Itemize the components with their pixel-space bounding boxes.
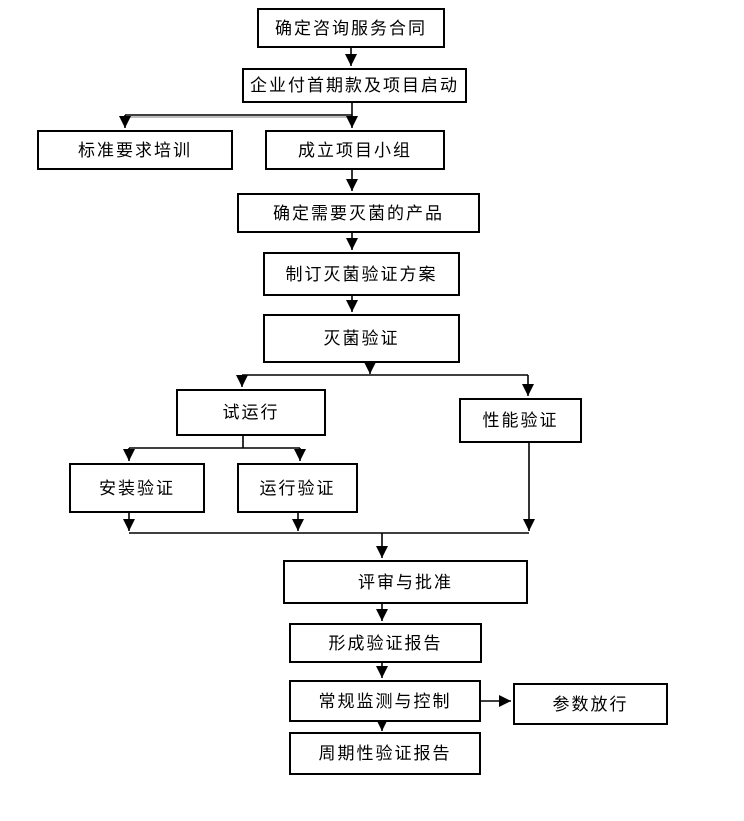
flow-node-payment: 企业付首期款及项目启动: [242, 68, 467, 103]
flow-node-performance: 性能验证: [459, 398, 582, 443]
flow-node-training: 标准要求培训: [37, 130, 233, 170]
flow-node-review: 评审与批准: [283, 560, 528, 604]
flow-node-installation: 安装验证: [69, 463, 205, 513]
flow-node-label: 安装验证: [99, 478, 175, 498]
flow-node-operation: 运行验证: [237, 463, 358, 513]
flow-node-label: 运行验证: [259, 478, 336, 498]
flow-node-label: 企业付首期款及项目启动: [250, 76, 459, 95]
edge-lines: [119, 48, 535, 731]
flow-node-label: 常规监测与控制: [318, 691, 452, 711]
flow-node-products: 确定需要灭菌的产品: [237, 193, 480, 233]
flow-node-release: 参数放行: [513, 683, 668, 725]
flow-node-team: 成立项目小组: [265, 130, 445, 170]
flow-node-sterilization: 灭菌验证: [263, 314, 460, 363]
flow-node-label: 确定需要灭菌的产品: [273, 203, 444, 223]
flow-node-periodic: 周期性验证报告: [289, 732, 481, 775]
flow-node-label: 评审与批准: [358, 572, 453, 592]
flow-node-label: 标准要求培训: [78, 140, 192, 160]
flow-node-monitoring: 常规监测与控制: [289, 680, 481, 722]
flow-node-label: 灭菌验证: [323, 329, 400, 348]
flow-node-label: 试运行: [222, 403, 280, 422]
flow-node-plan: 制订灭菌验证方案: [263, 252, 460, 296]
flow-node-contract: 确定咨询服务合同: [257, 8, 445, 48]
flow-node-label: 制订灭菌验证方案: [285, 264, 438, 284]
flow-node-label: 周期性验证报告: [318, 744, 452, 763]
flow-node-trial: 试运行: [176, 389, 326, 436]
flow-node-label: 确定咨询服务合同: [275, 18, 427, 38]
flow-node-label: 性能验证: [482, 411, 559, 430]
flow-node-report: 形成验证报告: [289, 623, 482, 663]
flow-node-label: 成立项目小组: [298, 140, 412, 160]
flow-node-label: 形成验证报告: [328, 633, 443, 653]
flow-node-label: 参数放行: [552, 694, 629, 714]
